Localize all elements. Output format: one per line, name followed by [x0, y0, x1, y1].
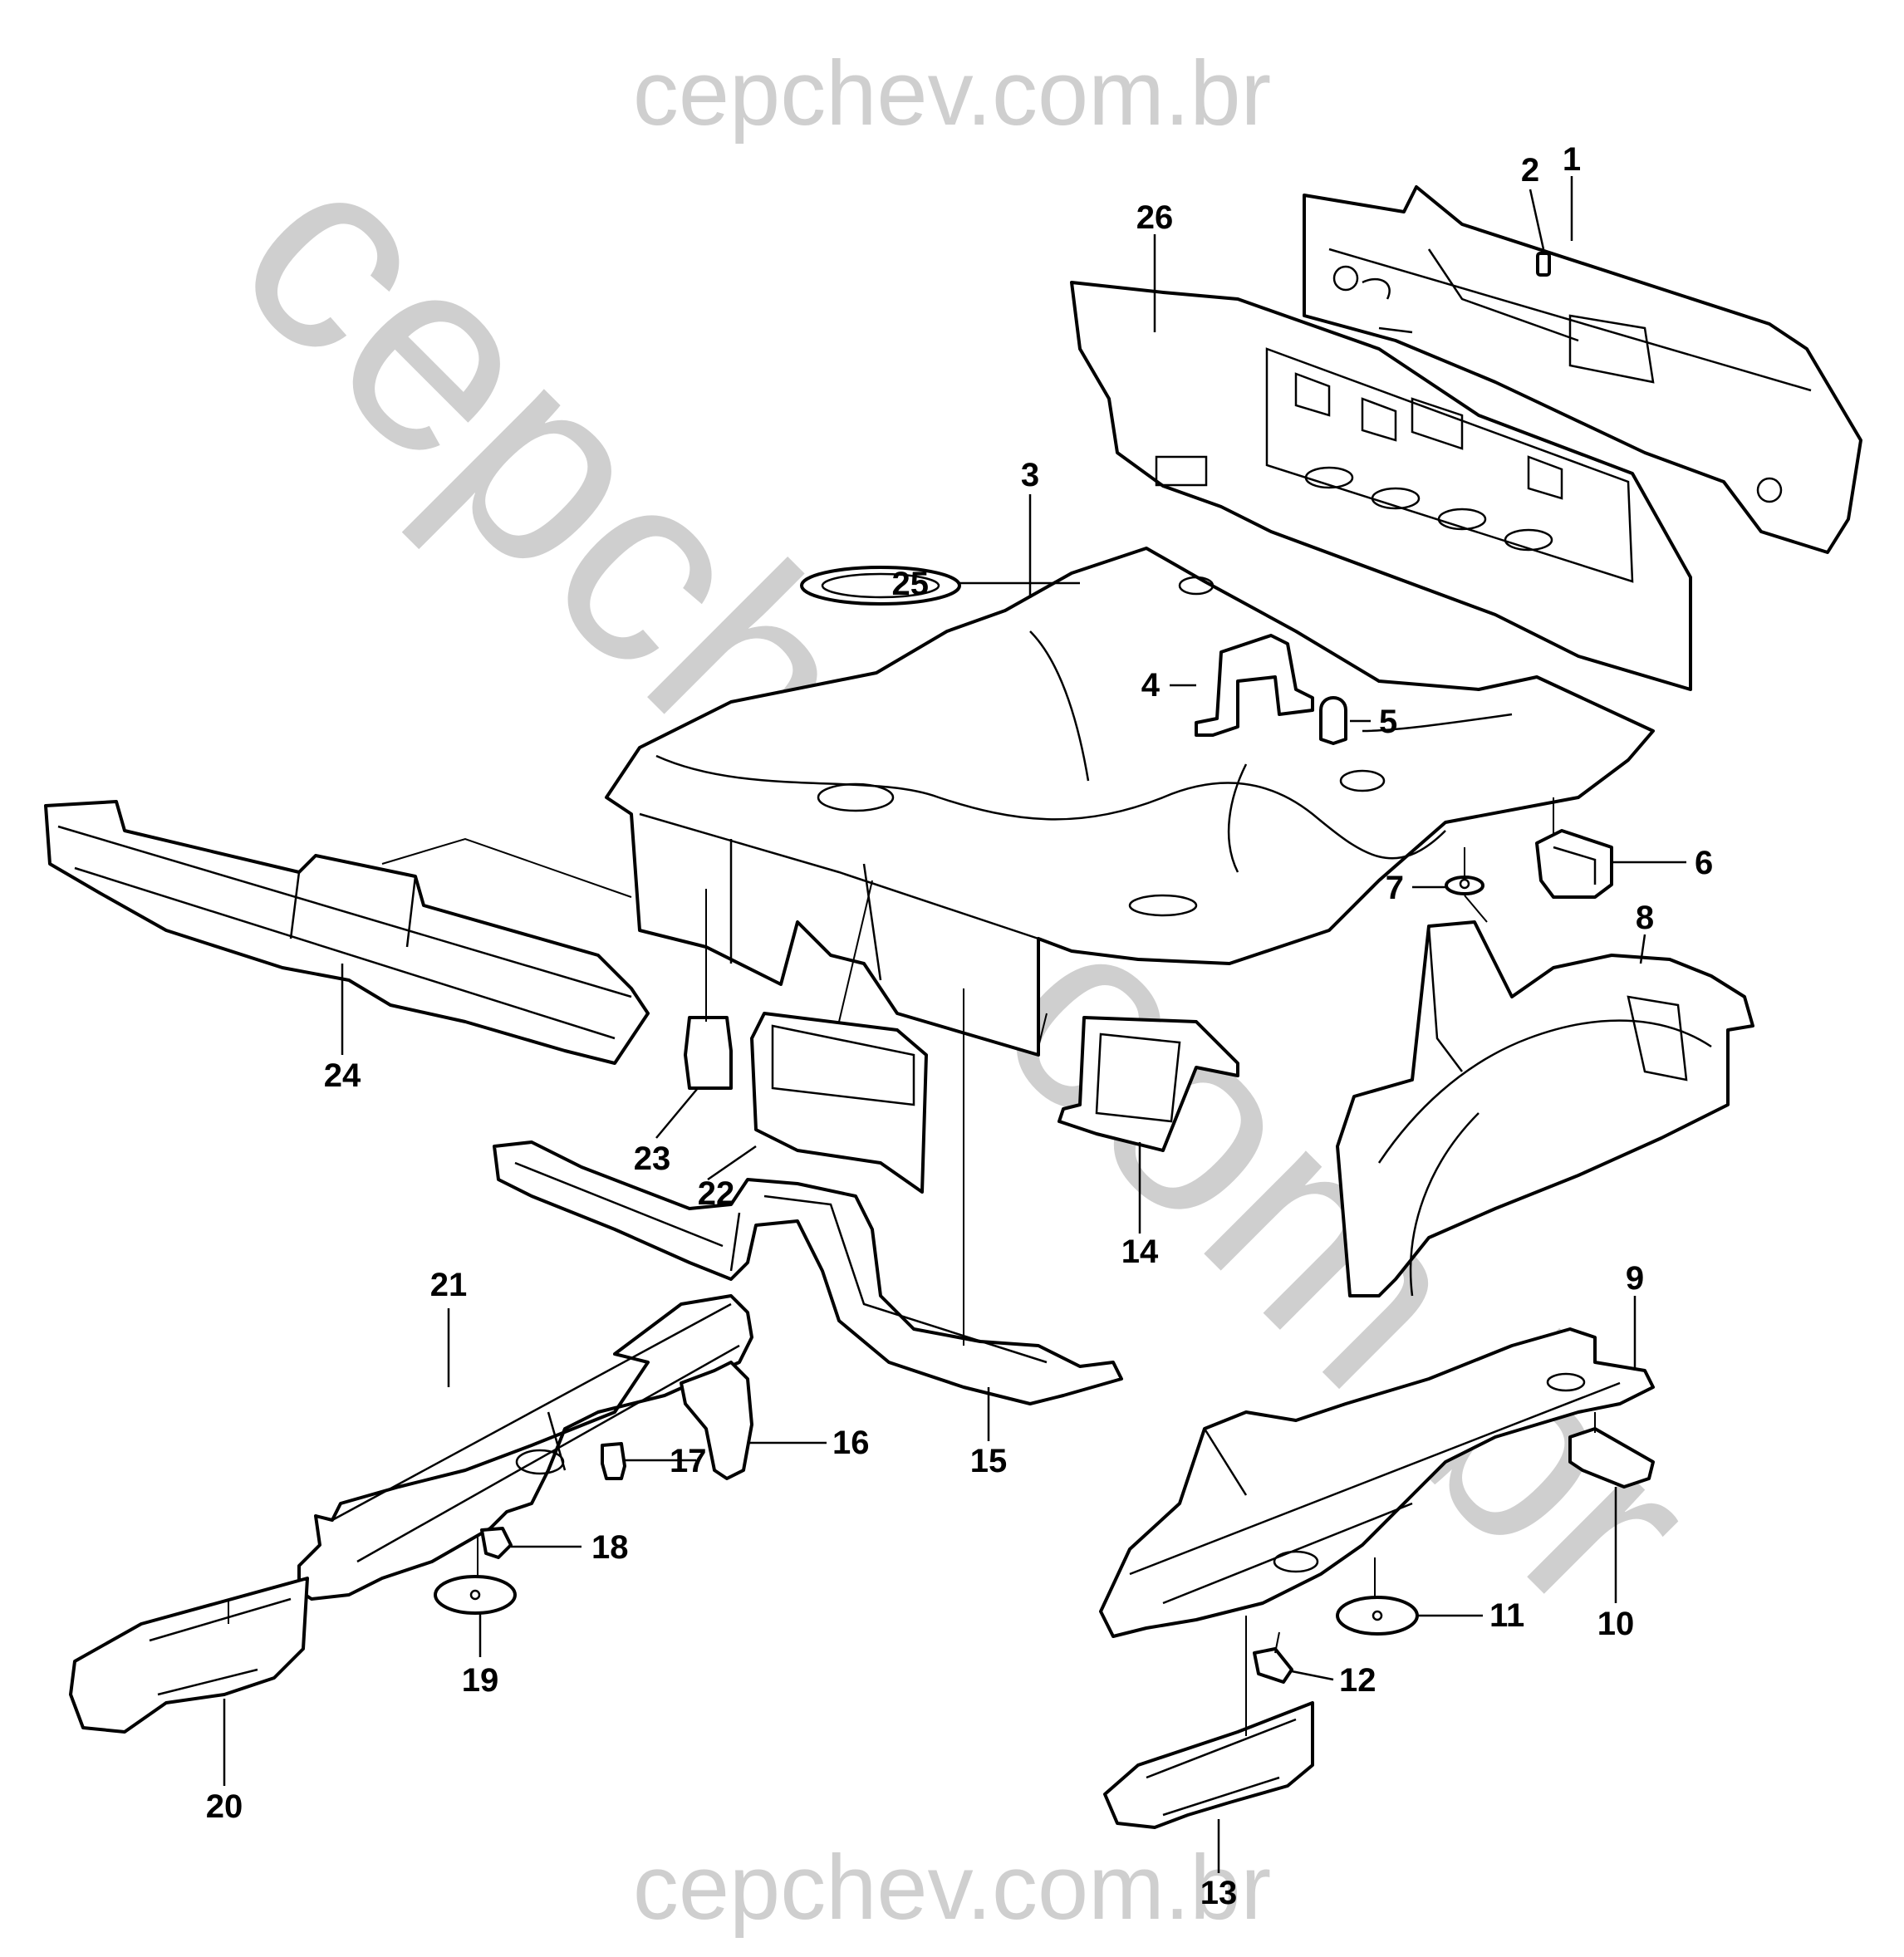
callout-4: 4 — [1141, 667, 1161, 704]
part-23-plate — [684, 1016, 733, 1090]
part-1-rear-panel — [1303, 185, 1862, 554]
callout-17: 17 — [670, 1443, 707, 1479]
part-9-right-rail — [1099, 1327, 1655, 1638]
assembly-phantom-lines — [228, 797, 1596, 1736]
watermark-top: cepchev.com.br — [633, 42, 1271, 145]
part-5-hook — [1319, 696, 1347, 745]
part-8-wheelhouse — [1336, 920, 1754, 1297]
callout-10: 10 — [1597, 1606, 1635, 1642]
callout-20: 20 — [206, 1788, 243, 1825]
callout-19: 19 — [462, 1662, 499, 1699]
callout-9: 9 — [1626, 1260, 1644, 1297]
part-4-bracket — [1195, 634, 1314, 737]
part-7-grommet — [1445, 876, 1484, 895]
callout-7: 7 — [1386, 870, 1404, 906]
part-26-rear-crossmember — [1070, 281, 1692, 691]
callout-3: 3 — [1021, 457, 1039, 493]
callout-21: 21 — [430, 1267, 468, 1303]
callout-16: 16 — [832, 1425, 870, 1461]
callout-15: 15 — [970, 1443, 1008, 1479]
callout-1: 1 — [1563, 141, 1581, 178]
part-25-round-pad — [800, 566, 961, 606]
part-14-bracket — [1058, 1016, 1239, 1152]
part-22-panel — [750, 1012, 928, 1194]
part-17-clip — [601, 1442, 626, 1480]
part-16-bracket — [680, 1361, 753, 1480]
leader-lines — [223, 176, 1686, 1873]
callout-22: 22 — [698, 1175, 735, 1212]
watermark-bottom: cepchev.com.br — [633, 1837, 1271, 1939]
callout-labels: 1 2 26 3 25 4 5 6 7 8 9 10 11 12 13 14 1… — [206, 141, 1714, 1911]
callout-11: 11 — [1489, 1597, 1524, 1634]
callout-13: 13 — [1200, 1875, 1238, 1911]
callout-23: 23 — [634, 1140, 671, 1177]
part-24-rocker-rail — [44, 800, 650, 1065]
part-19-disc — [434, 1575, 517, 1615]
callout-12: 12 — [1339, 1662, 1376, 1699]
callout-14: 14 — [1121, 1234, 1159, 1270]
part-12-clip — [1253, 1647, 1293, 1684]
part-2-clip — [1536, 252, 1551, 277]
callout-6: 6 — [1695, 845, 1713, 881]
part-15-crossmember — [493, 1140, 1123, 1405]
part-6-bracket — [1535, 829, 1613, 899]
part-18-clip — [480, 1527, 513, 1559]
callout-18: 18 — [591, 1529, 629, 1566]
callout-5: 5 — [1379, 704, 1397, 740]
part-20-left-floor — [69, 1577, 309, 1734]
part-21-left-rail — [297, 1294, 753, 1601]
part-11-disc — [1336, 1596, 1419, 1636]
callout-2: 2 — [1521, 152, 1539, 189]
callout-8: 8 — [1636, 900, 1654, 936]
callout-25: 25 — [892, 566, 930, 602]
part-3-floor-pan — [605, 547, 1655, 1057]
part-10-bracket — [1568, 1427, 1655, 1489]
callout-24: 24 — [324, 1057, 361, 1094]
callout-26: 26 — [1136, 199, 1174, 236]
part-13-right-floor — [1103, 1701, 1314, 1829]
